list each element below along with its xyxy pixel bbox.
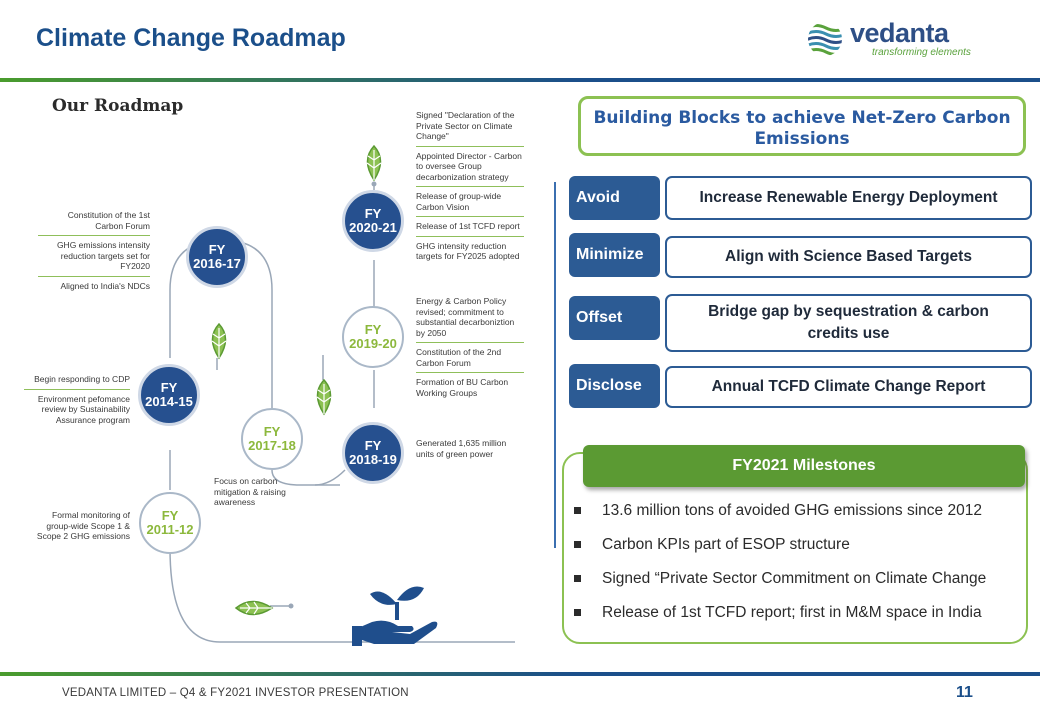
action-disclose: Annual TCFD Climate Change Report: [665, 366, 1032, 408]
note-fy2011-12: Formal monitoring of group-wide Scope 1 …: [28, 510, 130, 542]
leaf-icon: [211, 322, 227, 360]
note-fy2014-15: Begin responding to CDP Environment pefo…: [24, 374, 130, 425]
logo-tagline: transforming elements: [872, 47, 971, 58]
vedanta-logo: vedanta transforming elements: [806, 18, 996, 62]
note-item: Constitution of the 2nd Carbon Forum: [416, 347, 502, 368]
fy-label: FY: [364, 206, 382, 221]
note-item: Generated 1,635 million units of green p…: [416, 438, 507, 459]
note-fy2019-20: Energy & Carbon Policy revised; commitme…: [416, 296, 524, 398]
note-item: Appointed Director - Carbon to oversee G…: [416, 150, 522, 182]
note-item: GHG emissions intensity reduction target…: [56, 240, 150, 271]
fy-label: FY: [364, 438, 382, 453]
milestones-title: FY2021 Milestones: [583, 445, 1025, 487]
bullet-icon: [574, 541, 581, 548]
note-fy2018-19: Generated 1,635 million units of green p…: [416, 438, 522, 459]
milestones-list: 13.6 million tons of avoided GHG emissio…: [572, 500, 1032, 636]
fy-year: 2019-20: [349, 336, 397, 351]
list-item: 13.6 million tons of avoided GHG emissio…: [572, 500, 1032, 534]
note-item: Release of group-wide Carbon Vision: [416, 191, 502, 212]
fy-year: 2018-19: [349, 452, 397, 467]
note-item: Aligned to India's NDCs: [60, 280, 151, 291]
bullet-icon: [574, 609, 581, 616]
footer-rule: [0, 672, 1040, 676]
hand-holding-plant-icon: [352, 586, 438, 646]
tag-disclose: Disclose: [569, 364, 660, 408]
note-fy2020-21: Signed "Declaration of the Private Secto…: [416, 110, 524, 262]
note-item: Environment pefomance review by Sustaina…: [37, 393, 130, 425]
action-offset: Bridge gap by sequestration & carbon cre…: [665, 294, 1032, 352]
fy-year: 2016-17: [193, 256, 241, 271]
note-item: GHG intensity reduction targets for FY20…: [416, 240, 520, 262]
note-item: Energy & Carbon Policy revised; commitme…: [416, 296, 515, 338]
footer-text: VEDANTA LIMITED – Q4 & FY2021 INVESTOR P…: [62, 687, 409, 699]
note-item: Begin responding to CDP: [34, 374, 130, 384]
fy-label: FY: [208, 242, 226, 257]
note-item: Signed "Declaration of the Private Secto…: [416, 110, 515, 141]
slide-title: Climate Change Roadmap: [36, 24, 346, 52]
note-item: Release of 1st TCFD report: [416, 221, 520, 231]
tag-minimize: Minimize: [569, 233, 660, 277]
note-item: Formation of BU Carbon Working Groups: [416, 377, 509, 398]
list-item: Carbon KPIs part of ESOP structure: [572, 534, 1032, 568]
note-fy2016-17: Constitution of the 1st Carbon Forum GHG…: [38, 210, 150, 291]
fy-label: FY: [160, 380, 178, 395]
leaf-icon: [316, 378, 332, 416]
bullet-icon: [574, 575, 581, 582]
leaf-icon: [366, 144, 382, 182]
list-item: Release of 1st TCFD report; first in M&M…: [572, 602, 1032, 636]
fy-year: 2011-12: [146, 522, 194, 537]
action-avoid: Increase Renewable Energy Deployment: [665, 176, 1032, 220]
note-item: Constitution of the 1st Carbon Forum: [67, 210, 150, 231]
page-number: 11: [956, 684, 973, 701]
building-blocks-title: Building Blocks to achieve Net-Zero Carb…: [578, 96, 1026, 156]
leaf-icon: [234, 600, 274, 616]
vedanta-wave-globe-icon: [808, 24, 842, 56]
list-item: Signed “Private Sector Commitment on Cli…: [572, 568, 1032, 602]
fy-year: 2014-15: [145, 394, 193, 409]
roadmap-heading: Our Roadmap: [52, 96, 184, 116]
note-item: Formal monitoring of group-wide Scope 1 …: [36, 510, 130, 541]
fy-label: FY: [263, 424, 281, 439]
fy-label: FY: [364, 322, 382, 337]
logo-wordmark: vedanta: [850, 18, 949, 48]
bullet-icon: [574, 507, 581, 514]
tag-avoid: Avoid: [569, 176, 660, 220]
fy-label: FY: [161, 508, 179, 523]
fy-year: 2017-18: [248, 438, 296, 453]
fy-year: 2020-21: [349, 220, 397, 235]
note-item: Focus on carbon mitigation & raising awa…: [214, 476, 286, 507]
header-rule: [0, 78, 1040, 82]
note-fy2017-18: Focus on carbon mitigation & raising awa…: [214, 476, 294, 508]
action-minimize: Align with Science Based Targets: [665, 236, 1032, 278]
section-divider: [554, 182, 556, 548]
tag-offset: Offset: [569, 296, 660, 340]
